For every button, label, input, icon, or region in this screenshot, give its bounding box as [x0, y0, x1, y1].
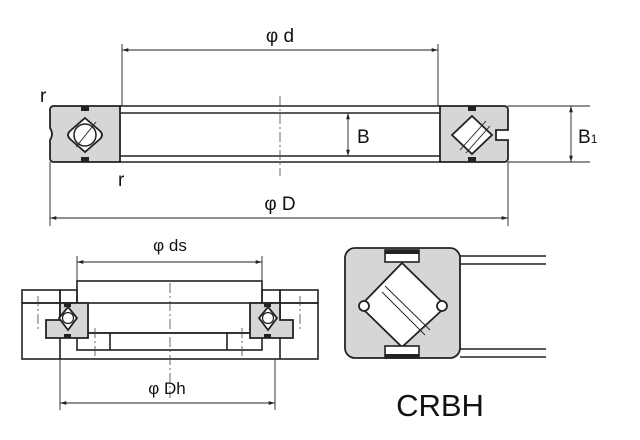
- bottom-seal-icon: [384, 345, 420, 359]
- outer-diameter-label: φ D: [264, 194, 295, 215]
- top-section-view: φ d B B1: [40, 26, 598, 226]
- mounting-view: φ ds: [21, 236, 319, 410]
- housing-diameter-label: φ Dh: [148, 379, 185, 398]
- radius-label-top: r: [40, 86, 47, 107]
- right-ring-section: [439, 105, 509, 163]
- total-width-label: B1: [578, 127, 598, 148]
- shaft-diameter-label: φ ds: [153, 236, 187, 255]
- top-seal-icon: [384, 249, 420, 263]
- shaft: [76, 280, 263, 334]
- right-bearing-section: [249, 302, 294, 339]
- detail-view: CRBH: [344, 247, 546, 423]
- radius-label-bottom: r: [118, 170, 125, 191]
- left-bearing-section: [45, 302, 89, 339]
- bore-diameter-label: φ d: [266, 26, 294, 47]
- width-label: B: [357, 127, 370, 148]
- model-label: CRBH: [396, 388, 484, 423]
- left-ring-section: [49, 105, 121, 163]
